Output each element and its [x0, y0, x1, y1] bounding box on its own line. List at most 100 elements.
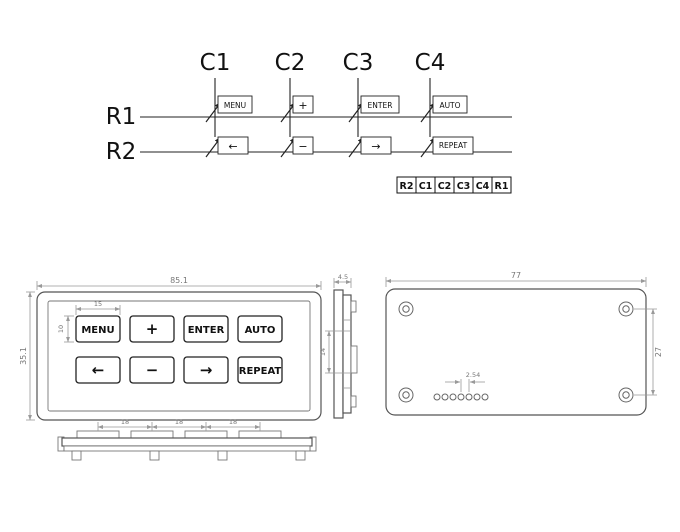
pinout-cell-label: C3	[457, 181, 471, 192]
front-key-right-label: →	[200, 361, 213, 379]
schematic-column-c1: C1 MENU ←	[200, 50, 253, 158]
key-label-box	[360, 95, 400, 114]
profile-key-cap	[238, 430, 282, 439]
front-key-minus	[129, 356, 175, 384]
dim-key-pitch-label: 18	[229, 418, 237, 426]
dim-key-width: 15	[75, 300, 121, 315]
key-label-right: →	[371, 140, 380, 153]
front-key-auto-label: AUTO	[245, 325, 276, 336]
front-key-enter-label: ENTER	[188, 325, 225, 336]
key-label-auto: AUTO	[439, 101, 460, 110]
column-label-c3: C3	[343, 50, 374, 76]
column-label-c1: C1	[200, 50, 231, 76]
back-plate	[385, 288, 647, 416]
dim-front-width: 85.1	[36, 276, 322, 290]
mounting-hole-bottom-left	[398, 387, 414, 403]
key-label-enter: ENTER	[368, 101, 393, 110]
pinout-cell-label: C4	[476, 181, 490, 192]
schematic-column-c2: C2 + −	[275, 50, 314, 158]
front-key-right	[183, 356, 229, 384]
key-label-left: ←	[228, 140, 237, 153]
connector-pin	[457, 393, 465, 401]
key-label-box	[292, 136, 314, 155]
connector-pin	[473, 393, 481, 401]
schematic-column-c4: C4 AUTO REPEAT	[415, 50, 474, 158]
side-stud-bottom	[350, 395, 357, 408]
dim-key-height-label: 10	[57, 325, 65, 333]
dim-side-depth-label: 14	[319, 348, 327, 356]
connector-pin	[441, 393, 449, 401]
connector-pin	[465, 393, 473, 401]
key-label-box	[217, 136, 249, 155]
dim-key-pitch: 18 18 18	[97, 418, 261, 431]
dim-back-width: 77	[385, 271, 647, 287]
key-label-box	[432, 95, 468, 114]
dim-front-height-label: 35.1	[19, 347, 28, 365]
profile-key-cap	[184, 430, 228, 439]
key-label-box	[292, 95, 314, 114]
connector-pin	[433, 393, 441, 401]
pinout-cell-label: R1	[495, 181, 509, 192]
dim-side-thickness: 4.5	[333, 273, 352, 288]
front-key-left-label: ←	[92, 361, 105, 379]
key-label-menu: MENU	[224, 101, 246, 110]
front-key-menu-label: MENU	[81, 325, 114, 336]
profile-foot	[217, 450, 228, 461]
dim-key-pitch-label: 18	[121, 418, 129, 426]
profile-key-cap	[76, 430, 120, 439]
pinout-cell-label: R2	[400, 181, 414, 192]
mounting-hole-bottom-right	[618, 387, 634, 403]
dim-pin-pitch: 2.54	[445, 371, 485, 392]
key-label-box	[360, 136, 392, 155]
profile-body	[61, 437, 313, 447]
profile-base	[63, 445, 311, 452]
front-key-minus-label: −	[146, 361, 159, 379]
dim-back-width-label: 77	[511, 271, 521, 280]
front-view: MENU + ENTER AUTO ← − → REPEAT 85.1 35.1	[19, 276, 322, 421]
profile-foot	[149, 450, 160, 461]
dim-side-thickness-label: 4.5	[338, 273, 348, 281]
dim-back-height-label: 27	[654, 347, 663, 357]
circuit-schematic: R1 R2 C1 MENU ← C2 + − C3	[106, 50, 512, 194]
column-label-c4: C4	[415, 50, 446, 76]
side-stud-top	[350, 300, 357, 313]
column-label-c2: C2	[275, 50, 306, 76]
profile-foot	[71, 450, 82, 461]
mounting-hole-top-left	[398, 301, 414, 317]
dim-key-width-label: 15	[94, 300, 102, 308]
profile-foot	[295, 450, 306, 461]
dim-key-pitch-label: 18	[175, 418, 183, 426]
front-key-plus	[129, 315, 175, 343]
back-view: 77 27 2.54	[385, 271, 663, 416]
front-key-auto	[237, 315, 283, 343]
side-view: 4.5 14	[319, 273, 358, 419]
row-label-r1: R1	[106, 104, 137, 130]
front-key-left	[75, 356, 121, 384]
front-key-enter	[183, 315, 229, 343]
schematic-column-c3: C3 ENTER →	[343, 50, 400, 158]
pinout-cell-label: C1	[419, 181, 433, 192]
front-key-menu	[75, 315, 121, 343]
side-body	[342, 294, 352, 414]
profile-key-cap	[130, 430, 174, 439]
side-panel	[333, 289, 344, 419]
mounting-hole-top-right	[618, 301, 634, 317]
pinout-cell	[491, 176, 512, 194]
dim-front-width-label: 85.1	[170, 276, 188, 285]
key-label-box	[432, 136, 474, 155]
pinout-cell-label: C2	[438, 181, 452, 192]
key-label-box	[217, 95, 253, 114]
pinout-table: R2 C1 C2 C3 C4 R1	[396, 176, 512, 194]
front-key-repeat-label: REPEAT	[239, 366, 282, 377]
connector-pin	[449, 393, 457, 401]
front-key-plus-label: +	[146, 320, 159, 338]
front-key-repeat	[237, 356, 283, 384]
dim-pin-pitch-label: 2.54	[466, 371, 480, 379]
dim-front-height: 35.1	[19, 291, 35, 421]
bottom-profile-view: 18 18 18	[57, 418, 317, 461]
dim-side-depth: 14	[319, 330, 351, 374]
key-label-plus: +	[298, 99, 307, 112]
connector-pin	[481, 393, 489, 401]
